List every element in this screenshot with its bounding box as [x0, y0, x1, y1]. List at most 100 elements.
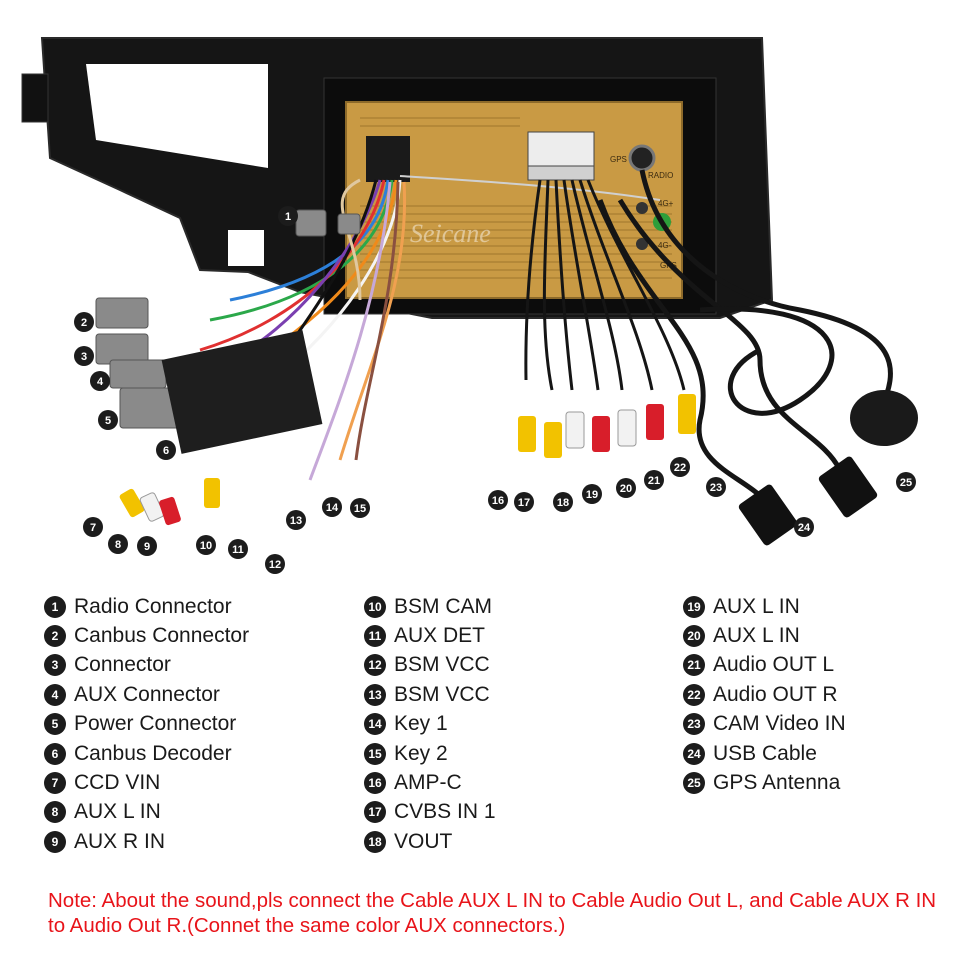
callout-circle — [90, 371, 110, 391]
legend-label: CAM Video IN — [713, 712, 846, 736]
frame-notch — [228, 230, 264, 266]
legend-label: AUX L IN — [713, 624, 800, 648]
watermark: Seicane — [410, 219, 491, 248]
frame-clip — [21, 73, 49, 123]
callout-number: 22 — [674, 462, 686, 474]
legend-number-badge: 8 — [44, 801, 66, 824]
callout-badge-24: 24 — [794, 517, 814, 537]
callout-number: 24 — [798, 522, 811, 534]
legend-label: CVBS IN 1 — [394, 800, 496, 824]
callout-circle — [74, 312, 94, 332]
callout-circle — [514, 492, 534, 512]
legend-label: AUX DET — [394, 624, 486, 648]
legend-item: 10 BSM CAM — [364, 592, 496, 621]
callout-badge-19: 19 — [582, 484, 602, 504]
callout-badge-8: 8 — [108, 534, 128, 554]
callout-circle — [670, 457, 690, 477]
label-radio: RADIO — [648, 171, 673, 180]
legend-label: AMP-C — [394, 771, 462, 795]
callout-circle — [488, 490, 508, 510]
legend-number-badge: 2 — [44, 625, 66, 648]
label-4g-b: 4G- — [658, 241, 672, 250]
callout-number: 15 — [354, 503, 366, 515]
legend-number-badge: 14 — [364, 713, 386, 736]
legend-number-badge: 10 — [364, 595, 386, 618]
head-unit-chassis — [345, 101, 683, 299]
legend-item: 18 VOUT — [364, 827, 496, 856]
callout-circle — [74, 346, 94, 366]
callout-badge-23: 23 — [706, 477, 726, 497]
legend-number-badge: 6 — [44, 742, 66, 765]
legend-number-badge: 11 — [364, 625, 386, 648]
legend-item: 24 USB Cable — [683, 739, 846, 768]
callout-circle — [228, 539, 248, 559]
heat-fins — [360, 117, 672, 279]
legend-number-badge: 16 — [364, 772, 386, 795]
legend-label: AUX R IN — [74, 829, 166, 853]
legend-number-badge: 17 — [364, 801, 386, 824]
legend-label: BSM CAM — [394, 594, 493, 618]
legend-item: 11 AUX DET — [364, 621, 496, 650]
legend-number-badge: 9 — [44, 830, 66, 853]
callout-circle — [278, 206, 298, 226]
callout-badge-17: 17 — [514, 492, 534, 512]
legend-number-badge: 1 — [44, 595, 66, 618]
callout-circle — [794, 517, 814, 537]
callout-badge-22: 22 — [670, 457, 690, 477]
legend-label: AUX L IN — [713, 594, 800, 618]
callout-number: 8 — [115, 539, 121, 551]
legend-label: USB Cable — [713, 741, 817, 765]
legend-item: 4 AUX Connector — [44, 680, 249, 709]
callout-number: 2 — [81, 317, 87, 329]
legend-item: 17 CVBS IN 1 — [364, 798, 496, 827]
legend-number-badge: 24 — [683, 742, 705, 765]
legend-number-badge: 22 — [683, 683, 705, 706]
legend-number-badge: 5 — [44, 713, 66, 736]
callout-circle — [265, 554, 285, 574]
callout-badge-2: 2 — [74, 312, 94, 332]
callout-badge-3: 3 — [74, 346, 94, 366]
rca-plugs-left — [119, 478, 220, 526]
legend-label: GPS Antenna — [713, 771, 841, 795]
callout-circle — [706, 477, 726, 497]
callout-badge-9: 9 — [137, 536, 157, 556]
legend-label: Key 1 — [394, 712, 448, 736]
legend-number-badge: 18 — [364, 830, 386, 853]
callout-number: 11 — [232, 544, 244, 556]
legend-label: VOUT — [394, 829, 453, 853]
legend-number-badge: 21 — [683, 654, 705, 677]
port-4g-a — [636, 202, 648, 214]
legend-item: 9 AUX R IN — [44, 827, 249, 856]
callout-badge-6: 6 — [156, 440, 176, 460]
usb-plugs — [738, 456, 878, 546]
rca-plugs-right — [518, 394, 696, 458]
legend-label: Power Connector — [74, 712, 237, 736]
legend-item: 5 Power Connector — [44, 710, 249, 739]
callout-number: 20 — [620, 483, 632, 495]
legend-label: AUX Connector — [74, 682, 220, 706]
callout-circle — [616, 478, 636, 498]
legend-number-badge: 4 — [44, 683, 66, 706]
callout-circle — [350, 498, 370, 518]
callout-badge-12: 12 — [265, 554, 285, 574]
legend-item: 14 Key 1 — [364, 710, 496, 739]
multi-pin-port-lower — [527, 165, 595, 181]
callout-circle — [156, 440, 176, 460]
left-connectors — [95, 209, 361, 429]
callout-circle — [83, 517, 103, 537]
legend-number-badge: 3 — [44, 654, 66, 677]
callout-badge-5: 5 — [98, 410, 118, 430]
radio-antenna-port — [628, 144, 656, 172]
callout-number: 1 — [285, 211, 291, 223]
legend-label: Key 2 — [394, 741, 448, 765]
callout-badge-4: 4 — [90, 371, 110, 391]
